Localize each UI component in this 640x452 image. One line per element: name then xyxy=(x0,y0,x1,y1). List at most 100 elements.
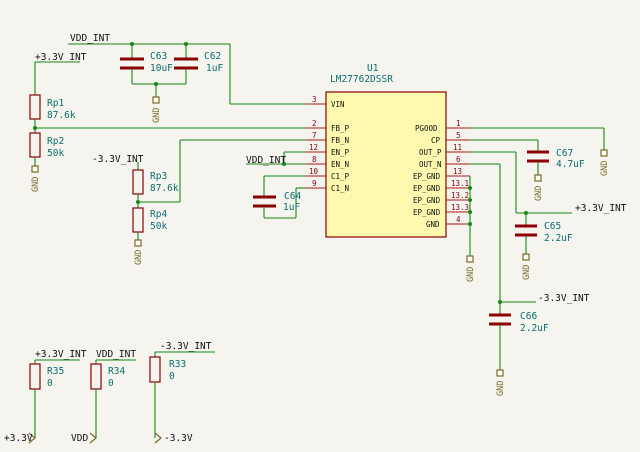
ic-value: LM27762DSSR xyxy=(330,74,393,85)
resistor-rp1 xyxy=(29,94,41,120)
c65-ref: C65 xyxy=(544,221,561,232)
gnd-label-rp4: GND xyxy=(134,250,144,265)
r33-ref: R33 xyxy=(169,359,186,370)
rp1-ref: Rp1 xyxy=(47,98,64,109)
c66-value: 2.2uF xyxy=(520,323,549,334)
pin-name-en-n: EN_N xyxy=(331,160,349,169)
ic-ground-bus: GND xyxy=(466,176,476,282)
pin-name-ep-gnd-d: EP_GND xyxy=(413,208,441,217)
rp3-ref: Rp3 xyxy=(150,171,167,182)
c64-ref: C64 xyxy=(284,191,301,202)
pin-num-13-2: 13.2 xyxy=(451,191,469,200)
capacitor-c67: C67 4.7uF GND xyxy=(470,139,585,201)
pin-num-6: 6 xyxy=(456,155,461,164)
gnd-label-pgood: GND xyxy=(600,161,610,176)
rp3-value: 87.6k xyxy=(150,183,179,194)
net-label-vdd-int-top: VDD_INT xyxy=(70,33,110,44)
capacitor-c62: C62 1uF xyxy=(174,44,223,84)
net-label-neg3v3int-r33: -3.3V_INT xyxy=(160,341,212,352)
pos-feedback-divider: +3.3V_INT Rp1 87.6k Rp2 50k GND xyxy=(29,52,306,192)
c63-ref: C63 xyxy=(150,51,167,62)
net-tie-r35: +3.3V_INT R35 0 +3.3V xyxy=(4,349,87,444)
pin-num-11: 11 xyxy=(453,143,462,152)
pin-num-2: 2 xyxy=(312,119,317,128)
resistor-rp2 xyxy=(29,132,41,158)
rp4-value: 50k xyxy=(150,221,167,232)
c67-value: 4.7uF xyxy=(556,159,585,170)
c62-value: 1uF xyxy=(206,63,223,74)
net-label-pos3v3int-left: +3.3V_INT xyxy=(35,52,87,63)
resistor-rp3 xyxy=(132,169,144,195)
pgood-net: GND xyxy=(470,127,610,176)
pin-num-9: 9 xyxy=(312,179,317,188)
pin-num-12: 12 xyxy=(309,143,318,152)
pin-name-pgood: PGOOD xyxy=(415,124,438,133)
pin-num-7: 7 xyxy=(312,131,317,140)
rp1-value: 87.6k xyxy=(47,110,76,121)
port-label-neg3v3: -3.3V xyxy=(164,433,193,444)
r35-ref: R35 xyxy=(47,366,64,377)
rp2-value: 50k xyxy=(47,148,64,159)
net-label-vdd-int-r34: VDD_INT xyxy=(96,349,136,360)
gnd-label-c67: GND xyxy=(534,186,544,201)
rp4-ref: Rp4 xyxy=(150,209,167,220)
c63-value: 10uF xyxy=(150,63,173,74)
pin-num-5: 5 xyxy=(456,131,461,140)
net-label-pos3v3int-right: +3.3V_INT xyxy=(575,203,627,214)
net-label-pos3v3int-r35: +3.3V_INT xyxy=(35,349,87,360)
pin-num-3: 3 xyxy=(312,95,317,104)
r34-ref: R34 xyxy=(108,366,125,377)
pin-name-fb-p: FB_P xyxy=(331,124,350,133)
pin-name-en-p: EN_P xyxy=(331,148,350,157)
net-tie-r33: -3.3V_INT R33 0 -3.3V xyxy=(149,341,215,444)
pin-num-13: 13 xyxy=(453,167,462,176)
gnd-label-rp2: GND xyxy=(31,177,41,192)
vdd-int-input-net: VDD_INT xyxy=(68,33,306,105)
c67-ref: C67 xyxy=(556,148,573,159)
port-label-pos3v3: +3.3V xyxy=(4,433,33,444)
net-label-neg3v3int-right: -3.3V_INT xyxy=(538,293,590,304)
gnd-label-ic: GND xyxy=(466,267,476,282)
pin-name-c1-n: C1_N xyxy=(331,184,349,193)
pin-num-4: 4 xyxy=(456,215,461,224)
resistor-rp4 xyxy=(132,207,144,233)
pin-name-c1-p: C1_P xyxy=(331,172,350,181)
net-tie-r34: VDD_INT R34 0 VDD xyxy=(71,349,136,444)
gnd-label-c66: GND xyxy=(496,381,506,396)
pin-name-cp: CP xyxy=(431,136,441,145)
rp2-ref: Rp2 xyxy=(47,136,64,147)
ic-u1: U1 LM27762DSSR 3 2 7 12 8 10 9 VIN FB_P … xyxy=(306,63,470,238)
net-label-neg3v3int-mid: -3.3V_INT xyxy=(92,154,144,165)
capacitor-c66: C66 2.2uF GND xyxy=(489,311,549,396)
capacitor-c63: C63 10uF xyxy=(120,44,173,84)
pin-name-gnd: GND xyxy=(426,220,440,229)
ground-symbol-top-caps: GND xyxy=(152,96,162,123)
pin-name-vin: VIN xyxy=(331,100,345,109)
r34-value: 0 xyxy=(108,378,114,389)
pin-num-1: 1 xyxy=(456,119,461,128)
gnd-label-top-caps: GND xyxy=(152,108,162,123)
gnd-label-c65: GND xyxy=(522,265,532,280)
c62-ref: C62 xyxy=(204,51,221,62)
pin-name-fb-n: FB_N xyxy=(331,136,349,145)
c65-value: 2.2uF xyxy=(544,233,573,244)
pin-name-out-p: OUT_P xyxy=(419,148,442,157)
pin-name-ep-gnd-a: EP_GND xyxy=(413,172,441,181)
ic-body xyxy=(325,91,447,238)
pin-num-13-1: 13.1 xyxy=(451,179,469,188)
pin-num-8: 8 xyxy=(312,155,317,164)
c64-value: 1uF xyxy=(283,202,300,213)
pin-name-out-n: OUT_N xyxy=(419,160,442,169)
r35-value: 0 xyxy=(47,378,53,389)
c66-ref: C66 xyxy=(520,311,537,322)
pin-num-13-3: 13.3 xyxy=(451,203,469,212)
port-label-vdd: VDD xyxy=(71,433,88,444)
pin-num-10: 10 xyxy=(309,167,319,176)
pin-name-ep-gnd-b: EP_GND xyxy=(413,184,441,193)
capacitor-c65: C65 2.2uF GND xyxy=(515,213,573,280)
enable-and-flying-cap: VDD_INT C64 1uF xyxy=(246,151,306,219)
neg-feedback-divider: -3.3V_INT Rp3 87.6k Rp4 50k GND xyxy=(92,139,306,265)
net-label-vdd-int-en: VDD_INT xyxy=(246,155,286,166)
ic-ref: U1 xyxy=(367,63,379,74)
